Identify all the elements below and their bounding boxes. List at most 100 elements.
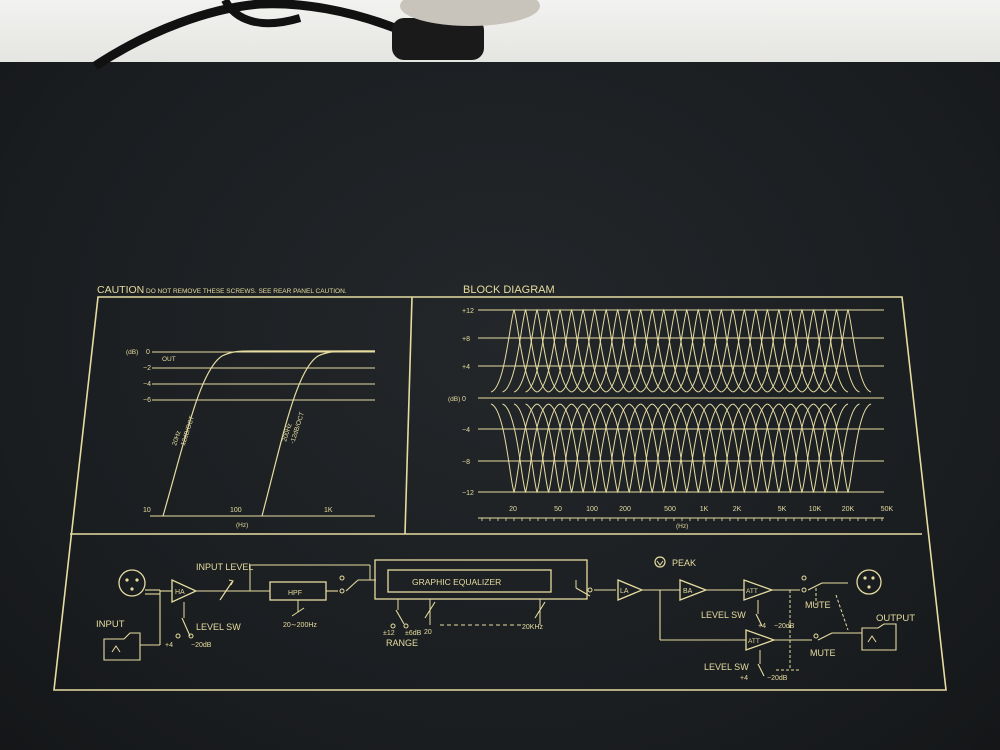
mute-lower-label: MUTE <box>810 648 836 658</box>
hpf-y-label: 0 <box>146 349 150 356</box>
eq-y-label: +8 <box>462 336 470 343</box>
hpf-curve-label: -12dB/OCT <box>179 415 196 448</box>
line-amp-triangle <box>617 579 644 601</box>
geq-bypass-switch-icon <box>575 587 591 597</box>
input-level-pot-icon <box>219 581 233 601</box>
xlr-input-icon <box>118 569 146 597</box>
range-12-label: ±12 <box>383 630 395 637</box>
background-object <box>400 0 540 26</box>
mute-upper-switch-icon <box>807 582 823 591</box>
eq-boost-curve <box>502 308 549 393</box>
eq-boost-curve <box>559 308 607 393</box>
peak-label: PEAK <box>672 558 696 568</box>
eq-x-label: 1K <box>700 506 709 513</box>
level-sw-switch-icon <box>181 617 191 637</box>
freq-high-label: 20KHz <box>522 624 544 631</box>
level-sw-lower-switch-icon <box>757 663 765 677</box>
eq-boost-curve <box>778 308 826 393</box>
eq-cut-curve <box>617 403 664 494</box>
eq-boost-curve <box>767 308 814 393</box>
eq-cut-curve <box>548 403 595 494</box>
eq-x-label: 20K <box>842 506 855 513</box>
eq-boost-curve <box>732 308 780 393</box>
eq-cut-curve <box>559 403 607 494</box>
eq-x-unit: (Hz) <box>676 523 688 530</box>
eq-boost-curve <box>755 308 803 393</box>
eq-boost-curve <box>582 308 630 393</box>
eq-cut-curve <box>778 403 826 494</box>
eq-x-label: 10K <box>809 506 822 513</box>
eq-cut-curve <box>801 403 849 494</box>
graphic-frame <box>53 296 947 691</box>
eq-boost-curve <box>686 308 734 393</box>
eq-boost-curve <box>813 308 860 393</box>
eq-boost-curve <box>744 308 791 393</box>
eq-cut-curve <box>744 403 791 494</box>
level-sw-label: LEVEL SW <box>196 622 241 632</box>
plus4-lower-label: +4 <box>740 675 748 682</box>
eq-x-label: 5K <box>778 506 787 513</box>
eq-cut-curve <box>709 403 757 494</box>
hpf-y-label: −6 <box>143 397 151 404</box>
eq-boost-curve <box>605 308 653 393</box>
minus20-upper-label: −20dB <box>774 623 795 630</box>
la-label: LA <box>620 588 629 595</box>
eq-cut-curve <box>582 403 630 494</box>
eq-cut-curve <box>675 403 722 494</box>
eq-boost-curve <box>675 308 722 393</box>
geq-label: GRAPHIC EQUALIZER <box>412 577 501 587</box>
input-label: INPUT <box>96 619 125 630</box>
eq-boost-curve <box>663 308 711 393</box>
eq-y-label: −12 <box>462 490 474 497</box>
eq-x-label: 100 <box>586 506 598 513</box>
range-label: RANGE <box>386 638 418 648</box>
hpf-out-label: OUT <box>162 356 176 363</box>
hpf-db-unit: (dB) <box>126 349 138 356</box>
eq-y-label: −8 <box>462 459 470 466</box>
eq-cut-curve <box>790 403 837 494</box>
level-sw-upper-label: LEVEL SW <box>701 610 746 620</box>
eq-boost-curve <box>651 308 699 393</box>
eq-boost-curve <box>709 308 757 393</box>
eq-boost-curve <box>640 308 687 393</box>
eq-y-label: −4 <box>462 427 470 434</box>
eq-x-label: 200 <box>619 506 631 513</box>
eq-x-label: 20 <box>509 506 517 513</box>
eq-cut-curve <box>698 403 745 494</box>
att-label-lower: ATT <box>748 638 760 645</box>
eq-cut-curve <box>536 403 584 494</box>
eq-boost-curve <box>617 308 664 393</box>
eq-cut-curve <box>686 403 734 494</box>
mute-upper-label: MUTE <box>805 600 831 610</box>
eq-cut-curve <box>490 403 538 494</box>
attenuator-upper <box>743 579 774 601</box>
att-label-upper: ATT <box>746 588 758 595</box>
eq-x-label: 500 <box>664 506 676 513</box>
eq-y-label: +4 <box>462 364 470 371</box>
eq-db-unit: (dB) <box>448 396 460 403</box>
hpf-y-label: −4 <box>143 381 151 388</box>
hpf-bypass-switch-icon <box>345 579 359 592</box>
range-6-label: ±6dB <box>405 630 422 637</box>
xlr-output-icon <box>856 569 882 595</box>
buffer-amp-triangle <box>679 579 708 601</box>
eq-cut-curve <box>605 403 653 494</box>
eq-boost-curve <box>801 308 849 393</box>
eq-cut-curve <box>525 403 572 494</box>
eq-cut-curve <box>640 403 687 494</box>
eq-cut-curve <box>571 403 618 494</box>
input-level-label: INPUT LEVEL <box>196 562 253 572</box>
phone-jack-input-icon <box>103 632 141 661</box>
eq-boost-curve <box>628 308 676 393</box>
signal-flow-diagram: INPUT HA INPUT LEVEL LEVEL SW +4 −20dB H… <box>96 556 915 682</box>
eq-cut-curve <box>813 403 860 494</box>
hpf-range-label: 20∼200Hz <box>283 622 317 629</box>
mute-lower-switch-icon <box>817 632 833 641</box>
power-cable <box>92 0 540 70</box>
caution-title: CAUTION <box>97 284 144 296</box>
eq-boost-curve <box>698 308 745 393</box>
eq-cut-curve <box>732 403 780 494</box>
eq-boost-curve <box>513 308 561 393</box>
